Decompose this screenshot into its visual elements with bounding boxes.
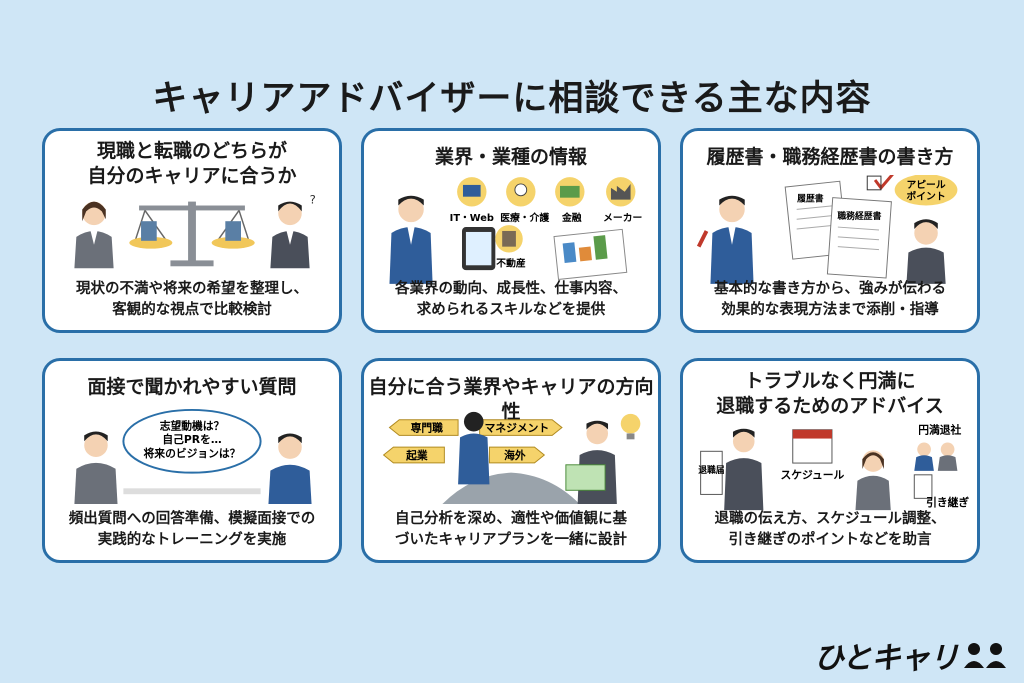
schedule-label: スケジュール [780, 469, 844, 482]
candidate-icon [268, 433, 312, 504]
resignation-letter-icon: 退職届 [698, 450, 725, 495]
career-history-label: 職務経歴書 [837, 210, 881, 222]
svg-text:アピール: アピール [906, 179, 945, 191]
card-title: 自分に合う業界やキャリアの方向性 [368, 376, 654, 423]
career-history-document-icon [826, 197, 892, 279]
industry-icons [457, 177, 636, 253]
card-smooth-resignation: トラブルなく円満に 退職するためのアドバイス 退職届 スケジュール 円満退社 [680, 358, 980, 563]
card-title: 業界・業種の情報 [434, 146, 587, 168]
card-description: 自己分析を深め、適性や価値観に基 づいたキャリアプランを一緒に設計 [395, 511, 627, 548]
svg-text:起業: 起業 [405, 449, 428, 462]
lightbulb-icon [620, 413, 641, 440]
card-resume-writing: 履歴書・職務経歴書の書き方 履歴書 職務経歴書 アピール ポイント [680, 128, 980, 333]
industry-label-maker: メーカー [603, 212, 642, 224]
handover-label: 引き継ぎ [926, 496, 969, 509]
industry-label-realestate: 不動産 [496, 256, 526, 269]
card-description: 基本的な書き方から、強みが伝わる 効果的な表現方法まで添削・指導 [714, 281, 946, 318]
card-title: 現職と転職のどちらが 自分のキャリアに合うか [87, 140, 297, 187]
svg-text:マネジメント: マネジメント [485, 421, 550, 434]
industry-label-it: IT・Web [450, 213, 494, 224]
man-icon: ? [270, 193, 316, 269]
interview-illustration: 志望動機は？ 自己PRを… 将来のビジョンは？ [74, 408, 312, 504]
card-description: 現状の不満や将来の希望を整理し、 客観的な視点で比較検討 [76, 281, 308, 318]
advisor-icon [389, 195, 433, 284]
card-career-direction: 自分に合う業界やキャリアの方向性 専門職 マネジメント 起業 海外 自己分析を深… [361, 358, 661, 563]
checkmark-icon [873, 175, 894, 191]
card-industry-info: 業界・業種の情報 IT・Web 医療・介護 金融 メーカー 不動産 [361, 128, 661, 333]
resume-illustration: 履歴書 職務経歴書 アピール ポイント [696, 175, 958, 284]
people-icon [964, 643, 1006, 668]
interviewer-icon [74, 431, 118, 504]
svg-text:自己PRを…: 自己PRを… [162, 433, 221, 446]
desk [123, 488, 261, 495]
appeal-point-badge [894, 175, 958, 206]
crossroads-illustration: 専門職 マネジメント 起業 海外 [382, 411, 641, 504]
calendar-icon [792, 429, 833, 464]
speech-bubble [122, 408, 262, 474]
industry-label-finance: 金融 [561, 211, 582, 224]
industry-label-medical: 医療・介護 [500, 211, 549, 224]
svg-text:将来のビジョンは？: 将来のビジョンは？ [144, 447, 241, 460]
person-back-icon [458, 411, 490, 485]
card-description: 各業界の動向、成長性、仕事内容、 求められるスキルなどを提供 [395, 281, 627, 318]
card-title: 面接で聞かれやすい質問 [87, 376, 297, 398]
sign-startup [382, 446, 445, 464]
card-description: 退職の伝え方、スケジュール調整、 引き継ぎのポイントなどを助言 [714, 511, 946, 548]
industry-illustration: IT・Web 医療・介護 金融 メーカー 不動産 [389, 177, 642, 284]
svg-text:ポイント: ポイント [906, 190, 945, 203]
writing-man-icon [906, 219, 946, 284]
sign-specialist [388, 419, 459, 436]
svg-text:志望動機は？: 志望動機は？ [160, 420, 225, 433]
svg-text:専門職: 専門職 [411, 421, 444, 434]
card-interview-questions: 面接で聞かれやすい質問 志望動機は？ 自己PRを… 将来のビジョンは？ 頻出質問… [42, 358, 342, 563]
scale-icon [129, 201, 255, 267]
svg-text:海外: 海外 [504, 449, 526, 462]
svg-text:?: ? [310, 193, 316, 207]
svg-text:退職届: 退職届 [698, 464, 725, 476]
sign-management [479, 419, 563, 436]
sign-overseas [488, 446, 546, 464]
page-title: キャリアアドバイザーに相談できる主な内容 [152, 79, 872, 119]
advisor-icon [724, 428, 764, 511]
resignation-illustration: 退職届 スケジュール 円満退社 引き継ぎ [698, 424, 969, 511]
resume-label: 履歴書 [796, 193, 824, 205]
woman-icon [74, 201, 114, 269]
reports-icon [553, 228, 628, 280]
woman-advisor-icon [855, 450, 891, 511]
balance-scale-illustration: ? [74, 193, 316, 269]
amicable-resignation-label: 円満退社 [918, 424, 961, 437]
advisor-with-map-icon [565, 420, 617, 504]
advisor-icon [696, 195, 754, 284]
colleagues-icon [914, 442, 958, 471]
logo-text: ひとキャリ [813, 641, 959, 676]
card-current-vs-change: 現職と転職のどちらが 自分のキャリアに合うか [42, 128, 342, 333]
card-title: トラブルなく円満に 退職するためのアドバイス [716, 370, 944, 417]
card-description: 頻出質問への回答準備、模擬面接での 実践的なトレーニングを実施 [68, 511, 316, 548]
checklist-icon [913, 474, 933, 499]
card-title: 履歴書・職務経歴書の書き方 [706, 146, 954, 168]
brand-logo: ひとキャリ [814, 633, 1008, 677]
